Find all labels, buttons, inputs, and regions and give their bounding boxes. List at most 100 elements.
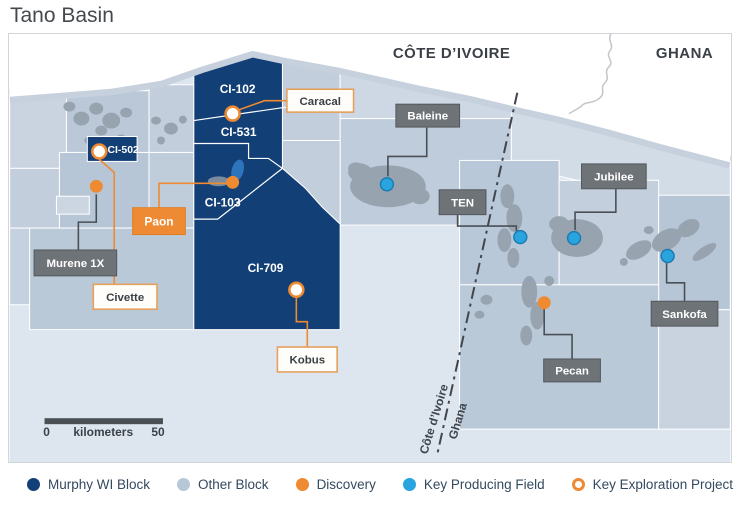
- discovery-marker-pecan: [537, 296, 551, 310]
- other-blocks-part: [9, 227, 31, 306]
- leader-kobus: [295, 297, 309, 348]
- oil-field-shapes-part: [348, 162, 365, 175]
- label-box-paon: Paon: [132, 207, 186, 236]
- legend-item-discovery: Discovery: [295, 476, 376, 492]
- label-box-text: Paon: [144, 214, 173, 228]
- oil-field-shapes-part: [549, 216, 570, 233]
- oil-field-shapes-part: [156, 136, 165, 145]
- oil-field-shapes-part: [651, 228, 682, 252]
- oil-field-shapes-part: [507, 248, 520, 268]
- oil-field-shapes-part: [409, 188, 430, 205]
- block-label-ci-531: CI-531: [221, 125, 257, 139]
- label-box-text: Civette: [106, 292, 144, 304]
- oil-field-shapes-part: [619, 257, 628, 266]
- label-box-bg: [395, 103, 461, 128]
- label-box-bg: [438, 189, 487, 216]
- label-box-text: TEN: [451, 197, 474, 209]
- oil-field-shapes-part: [120, 107, 133, 118]
- legend-item-murphy: Murphy WI Block: [27, 477, 150, 492]
- label-box-jubilee: Jubilee: [581, 163, 647, 190]
- label-box-sankofa: Sankofa: [650, 300, 719, 327]
- discovery-marker-murene-1x: [89, 179, 103, 193]
- oil-field-shapes-part: [626, 240, 652, 260]
- label-box-bg: [276, 346, 338, 373]
- leader-murene: [77, 194, 98, 250]
- label-box-bg: [286, 88, 355, 113]
- land-area: [9, 34, 731, 163]
- producing-marker-sankofa: [660, 248, 675, 264]
- other-dot-icon: [177, 477, 191, 491]
- label-box-bg: [543, 358, 601, 383]
- scale-bar: [44, 418, 163, 425]
- oil-field-shapes-part: [530, 301, 545, 330]
- discovery-dot-icon: [295, 477, 309, 491]
- leader-sankofa: [665, 261, 686, 302]
- label-box-murene-1x: Murene 1X: [33, 249, 118, 277]
- oil-field-shapes-part: [474, 310, 485, 319]
- label-box-bg: [581, 163, 647, 190]
- paon-field-shape: [231, 159, 245, 182]
- legend-item-label: Discovery: [316, 476, 376, 492]
- other-blocks-part: [9, 167, 60, 229]
- label-box-kobus: Kobus: [276, 346, 338, 373]
- legend-item-other: Other Block: [177, 477, 269, 492]
- leader-pecan: [543, 308, 573, 360]
- oil-field-shapes-part: [677, 218, 700, 238]
- oil-field-shapes-part: [163, 122, 178, 135]
- oil-field-shapes-part: [520, 325, 533, 346]
- oil-field-shapes-part: [73, 111, 90, 126]
- legend-item-label: Key Exploration Project: [592, 476, 733, 492]
- label-box-text: Pecan: [555, 366, 589, 378]
- label-box-caracal: Caracal: [286, 88, 355, 113]
- label-box-text: Murene 1X: [46, 258, 104, 270]
- oil-field-shapes-part: [178, 115, 187, 124]
- label-box-ten: TEN: [438, 189, 487, 216]
- other-blocks-part: [658, 309, 731, 430]
- legend-item-label: Murphy WI Block: [48, 476, 151, 492]
- label-box-pecan: Pecan: [543, 358, 601, 383]
- oil-field-shapes-part: [102, 112, 121, 129]
- oil-field-shapes-part: [521, 275, 538, 308]
- block-label-ci-102: CI-102: [220, 82, 256, 96]
- label-box-text: Caracal: [300, 96, 341, 108]
- murphy-dot-icon: [27, 477, 40, 491]
- other-blocks-part: [9, 96, 67, 169]
- leader-baleine: [387, 127, 428, 177]
- oil-field-shapes-part: [63, 101, 76, 112]
- legend-item-label: Key Producing Field: [423, 476, 545, 492]
- producing-marker-ten: [513, 229, 528, 245]
- leader-ten: [456, 215, 518, 232]
- leader-caracal: [236, 99, 288, 112]
- oil-field-shapes-part: [497, 228, 512, 252]
- oil-field-shapes-part: [544, 275, 555, 286]
- discovery-marker-paon: [226, 175, 240, 189]
- oil-field-shapes-part: [500, 184, 515, 209]
- block-label-ci-103: CI-103: [205, 196, 241, 210]
- oil-field-shapes-part: [89, 102, 104, 115]
- leader-lines: [77, 99, 686, 360]
- label-box-text: Jubilee: [594, 171, 633, 183]
- producing-marker-baleine: [379, 177, 395, 192]
- label-box-bg: [92, 283, 158, 311]
- oil-field-shapes-part: [643, 226, 654, 235]
- producing-marker-jubilee: [566, 230, 582, 246]
- oil-field-shapes-part: [95, 125, 108, 136]
- leader-civette: [98, 158, 115, 285]
- leader-jubilee: [574, 188, 617, 231]
- scale-end: 50: [151, 425, 165, 439]
- legend: Murphy WI Block Other Block Discovery Key P…: [0, 464, 740, 504]
- exploration-dot-icon: [571, 477, 585, 491]
- label-box-bg: [33, 249, 118, 277]
- scale-start: 0: [43, 425, 50, 439]
- label-box-bg: [650, 300, 719, 327]
- oil-field-shapes-part: [506, 204, 523, 233]
- country-label-ghana: GHANA: [656, 45, 713, 62]
- exploration-marker-caracal-well: [224, 105, 241, 122]
- label-box-text: Baleine: [407, 111, 448, 123]
- block-label-ci-709: CI-709: [248, 261, 284, 275]
- other-blocks-part: [55, 195, 90, 215]
- oil-field-shapes-part: [151, 116, 161, 125]
- producing-dot-icon: [402, 477, 416, 491]
- legend-item-label: Other Block: [198, 476, 269, 492]
